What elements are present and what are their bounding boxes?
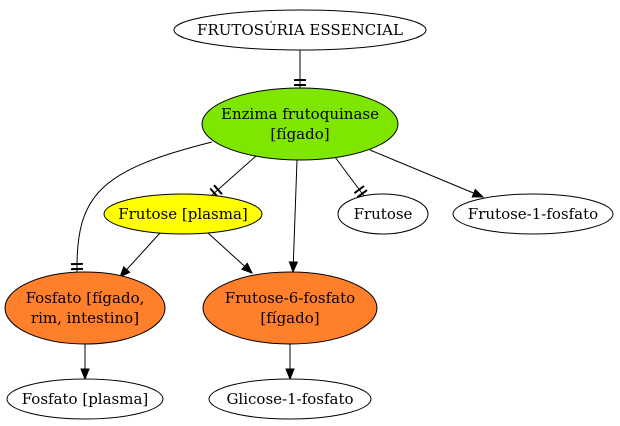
edge-line	[369, 149, 484, 198]
node-shape	[452, 193, 614, 235]
arrowhead-icon	[119, 266, 131, 278]
node-label: Fosfato [fígado,	[26, 289, 145, 307]
node-label: Frutose [plasma]	[118, 205, 248, 223]
edge-line	[292, 159, 298, 273]
edge-enzima-to-fosfato	[70, 141, 213, 273]
edge-enzima-to-frutose	[334, 156, 368, 198]
node-f6p: Frutose-6-fosfato [fígado]	[202, 271, 378, 345]
node-label: [fígado]	[260, 309, 319, 327]
arrowhead-icon	[288, 261, 299, 274]
node-frutose: Frutose	[337, 193, 429, 235]
node-label: rim, intestino]	[31, 309, 139, 327]
node-root: FRUTOSÚRIA ESSENCIAL	[173, 9, 427, 51]
edges-layer	[70, 50, 485, 381]
node-label: Fosfato [plasma]	[22, 390, 149, 408]
edge-f6p-to-g1p	[285, 344, 295, 381]
edge-frutose_pl-to-f6p	[207, 232, 253, 274]
node-shape	[4, 271, 166, 345]
nodes-layer: FRUTOSÚRIA ESSENCIAL Enzima frutoquinase […	[4, 9, 614, 420]
node-frutose-pl: Frutose [plasma]	[103, 193, 263, 235]
edge-root-to-enzima	[294, 50, 306, 88]
node-g1p: Glicose-1-fosfato	[208, 378, 372, 420]
node-shape	[173, 9, 427, 51]
node-shape	[6, 378, 164, 420]
node-label: FRUTOSÚRIA ESSENCIAL	[197, 21, 403, 39]
arrowhead-icon	[285, 368, 295, 381]
tee-bar-icon	[213, 184, 223, 195]
node-shape	[208, 378, 372, 420]
node-label: Frutose-6-fosfato	[225, 289, 355, 307]
node-label: [fígado]	[270, 125, 329, 143]
edge-enzima-to-f1p	[369, 149, 485, 198]
tee-bar-icon	[353, 185, 365, 194]
edge-enzima-to-frutose_pl	[209, 155, 257, 199]
node-shape	[201, 87, 399, 161]
edge-enzima-to-f6p	[288, 159, 299, 274]
node-shape	[337, 193, 429, 235]
edge-frutose_pl-to-fosfato	[119, 232, 161, 278]
arrowhead-icon	[80, 368, 90, 381]
arrowhead-icon	[241, 262, 253, 274]
node-label: Enzima frutoquinase	[221, 105, 379, 123]
node-fosfato-pl: Fosfato [plasma]	[6, 378, 164, 420]
node-label: Frutose-1-fosfato	[468, 205, 598, 223]
node-fosfato: Fosfato [fígado, rim, intestino]	[4, 271, 166, 345]
arrowhead-icon	[471, 188, 485, 198]
node-label: Frutose	[354, 205, 413, 223]
edge-line	[76, 141, 213, 273]
node-f1p: Frutose-1-fosfato	[452, 193, 614, 235]
node-shape	[202, 271, 378, 345]
node-enzima: Enzima frutoquinase [fígado]	[201, 87, 399, 161]
node-shape	[103, 193, 263, 235]
edge-line	[211, 155, 257, 196]
edge-fosfato-to-fosfato_pl	[80, 344, 90, 381]
tee-bar-icon	[356, 189, 368, 198]
node-label: Glicose-1-fosfato	[226, 390, 353, 408]
